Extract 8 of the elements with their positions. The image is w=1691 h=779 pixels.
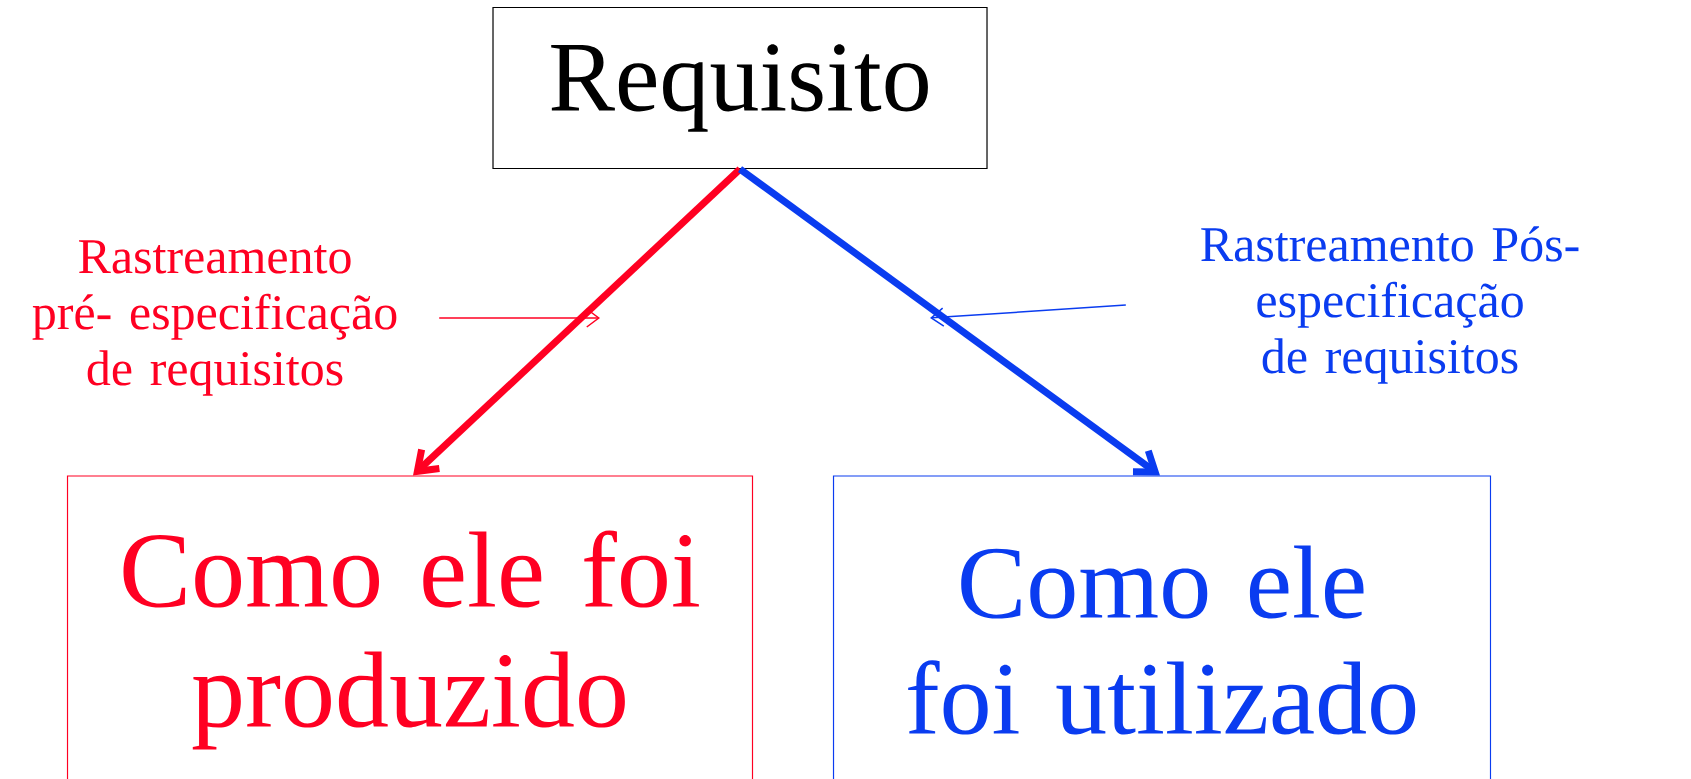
result-box: Como ele foi utilizado [832,475,1492,779]
trace-note: Rastreamento Pós- especificação de requisitos [1201,226,1579,384]
leader-line [930,304,1127,327]
arrow [413,166,743,476]
arrow [737,166,1161,476]
result-box: Como ele foi produzido [66,475,754,779]
trace-note: Rastreamento pré- especificação de requisitos [32,240,397,396]
requirement-box: Requisito [492,6,988,170]
